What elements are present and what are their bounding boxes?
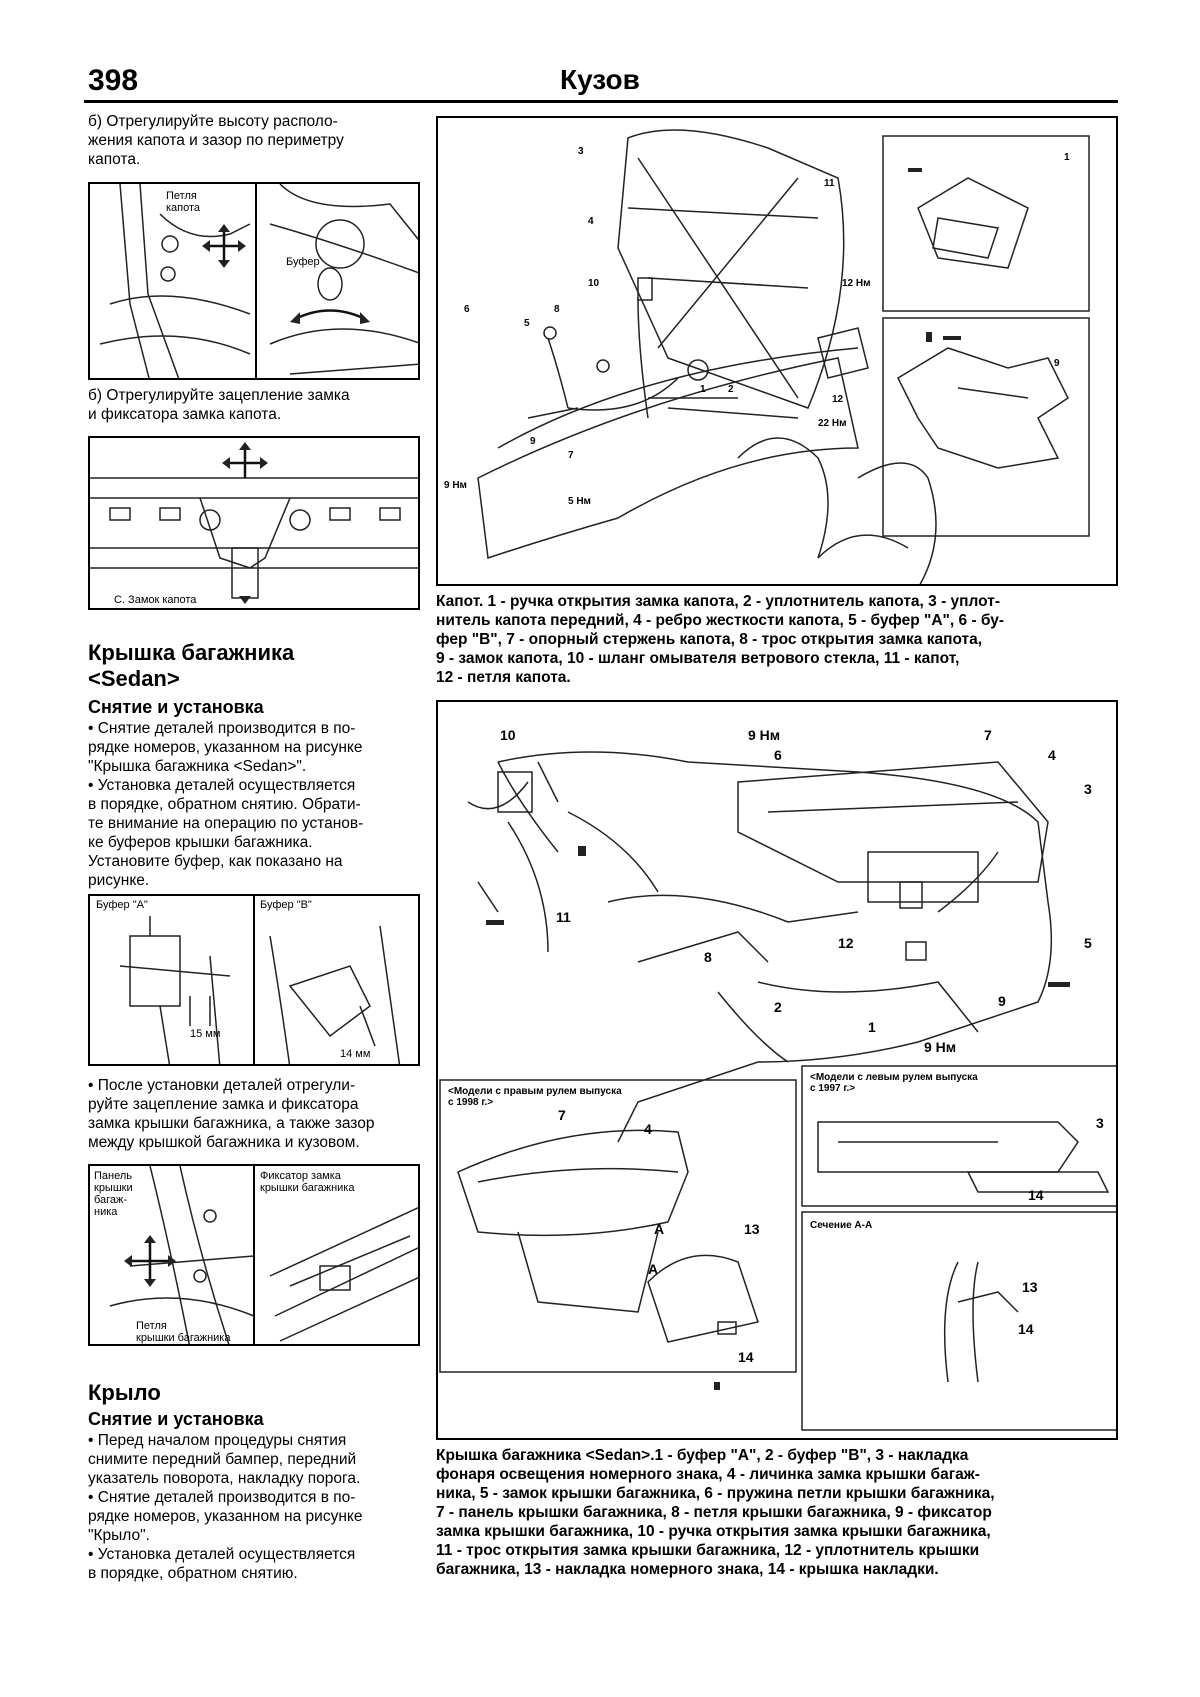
fender-text: • Перед началом процедуры снятия снимите… bbox=[88, 1432, 363, 1582]
hood-figure-caption: Капот. 1 - ручка открытия замка капота, … bbox=[436, 593, 1005, 686]
step-b1-text: б) Отрегулируйте высоту располо- жения к… bbox=[88, 113, 344, 168]
callout-14-a: 14 bbox=[738, 1349, 754, 1365]
trunk-figure-caption: Крышка багажника <Sedan>.1 - буфер "А", … bbox=[436, 1447, 995, 1578]
fender-subtitle: Снятие и установка bbox=[88, 1409, 264, 1429]
callout-13-a: 13 bbox=[744, 1221, 760, 1237]
fender-section-title: Крыло bbox=[88, 1380, 161, 1405]
page-number: 398 bbox=[88, 64, 139, 97]
hood-exploded-figure: 3 4 11 10 6 8 5 1 2 12 9 7 12 Нм 22 Нм 9… bbox=[436, 116, 1118, 586]
page-title: Кузов bbox=[560, 64, 640, 95]
hood-exploded-drawing bbox=[477, 129, 1090, 584]
header-rule bbox=[84, 100, 1118, 103]
callout-14-c: 14 bbox=[1018, 1321, 1034, 1337]
trunk-section-title: Крышка багажника <Sedan> bbox=[88, 640, 295, 691]
trunk-adjust-drawing bbox=[109, 1166, 418, 1344]
hood-latch-drawing bbox=[90, 442, 418, 604]
trunk-exploded-drawing bbox=[439, 751, 1116, 1431]
after-install-text: • После установки деталей отрегули- руйт… bbox=[88, 1077, 375, 1151]
trunk-text: • Снятие деталей производится в по- рядк… bbox=[88, 720, 364, 889]
hood-adjust-drawing bbox=[99, 184, 418, 378]
hood-latch-figure: С. Замок капота bbox=[88, 436, 420, 610]
trunk-subtitle: Снятие и установка bbox=[88, 697, 264, 717]
trunk-exploded-figure: 10 9 Нм 7 6 4 3 11 8 12 5 2 1 9 9 Нм <Мо… bbox=[436, 700, 1118, 1440]
callout-13-b: 13 bbox=[1022, 1279, 1038, 1295]
callout-14-b: 14 bbox=[1028, 1187, 1044, 1203]
step-b2-text: б) Отрегулируйте зацепление замка и фикс… bbox=[88, 387, 350, 423]
buffer-figure: Буфер "А" Буфер "В" 15 мм 14 мм bbox=[88, 894, 420, 1066]
buffer-drawing bbox=[119, 896, 401, 1064]
